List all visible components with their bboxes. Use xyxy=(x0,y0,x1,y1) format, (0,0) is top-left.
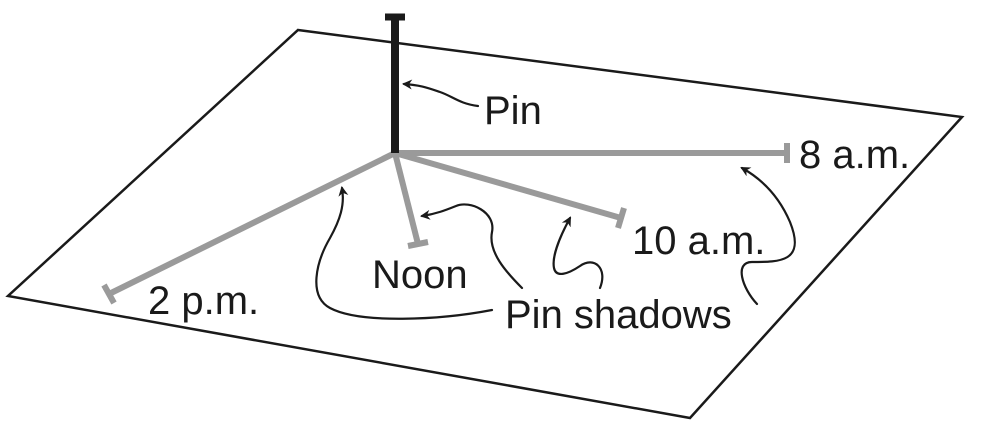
arrow-to-8am-shadow xyxy=(740,166,796,306)
arrow-to-10am-shadow xyxy=(552,216,604,290)
shadow-10am xyxy=(394,150,622,221)
shadow-10am-cap xyxy=(615,207,627,229)
arrow-to-2pm-shadow xyxy=(315,186,494,320)
pin-label: Pin xyxy=(484,89,542,133)
label-8am: 8 a.m. xyxy=(799,133,910,177)
ground-plane xyxy=(5,28,965,420)
pin-shadows-label: Pin shadows xyxy=(505,293,732,337)
label-noon: Noon xyxy=(372,253,468,297)
shadow-noon xyxy=(392,152,421,245)
pin-callout-arrow xyxy=(402,79,480,108)
shadow-noon-cap xyxy=(407,239,429,249)
shadow-2pm-cap xyxy=(101,283,117,305)
arrow-to-noon-shadow xyxy=(420,203,524,290)
label-10am: 10 a.m. xyxy=(632,219,765,263)
shadow-2pm xyxy=(107,150,397,297)
label-2pm: 2 p.m. xyxy=(148,279,259,323)
